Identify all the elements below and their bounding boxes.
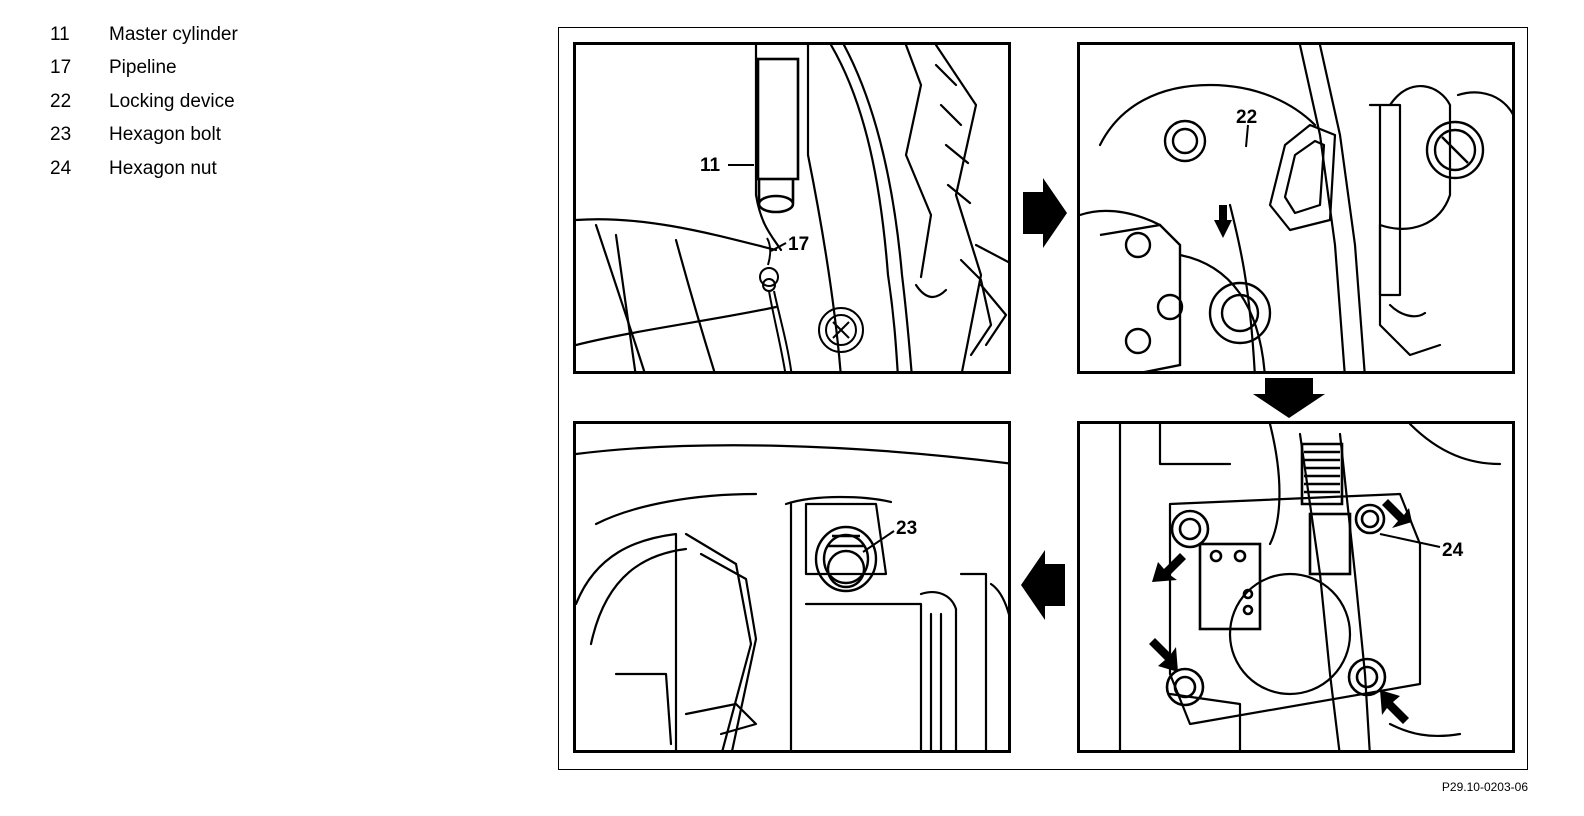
arrow-nut-lower-right bbox=[1380, 690, 1409, 724]
arrow-nut-upper-right bbox=[1382, 499, 1412, 528]
arrow-left-icon bbox=[1021, 550, 1065, 620]
locking-device-drawing: 22 bbox=[1080, 45, 1512, 371]
arrow-down-icon bbox=[1253, 378, 1325, 418]
legend-number: 24 bbox=[50, 157, 72, 179]
callout-11: 11 bbox=[700, 155, 721, 176]
legend-label: Locking device bbox=[109, 90, 235, 112]
arrow-nut-lower-left bbox=[1149, 638, 1178, 672]
legend-number: 17 bbox=[50, 57, 72, 79]
master-cylinder-drawing: 11 17 bbox=[576, 45, 1008, 371]
hexagon-bolt-drawing: 23 bbox=[576, 444, 1008, 750]
panel-hexagon-bolt: 23 bbox=[573, 421, 1011, 753]
callout-23: 23 bbox=[896, 518, 917, 539]
hexagon-nuts-drawing: 24 bbox=[1118, 424, 1502, 750]
legend-item: 22 Locking device bbox=[50, 85, 238, 119]
legend-label: Master cylinder bbox=[109, 23, 238, 45]
panel-hexagon-nuts: 24 bbox=[1077, 421, 1515, 753]
legend-label: Hexagon bolt bbox=[109, 124, 221, 146]
callout-24: 24 bbox=[1442, 540, 1464, 561]
panel-locking-device: 22 bbox=[1077, 42, 1515, 374]
legend-item: 24 Hexagon nut bbox=[50, 152, 238, 186]
legend-label: Hexagon nut bbox=[109, 157, 217, 179]
legend-item: 23 Hexagon bolt bbox=[50, 119, 238, 153]
arrow-locking-device bbox=[1214, 205, 1232, 238]
arrow-nut-upper-left bbox=[1152, 553, 1186, 582]
parts-legend: 11 Master cylinder 17 Pipeline 22 Lockin… bbox=[50, 18, 238, 186]
callout-17: 17 bbox=[788, 234, 809, 255]
arrow-right-icon bbox=[1023, 178, 1067, 248]
figure-id: P29.10-0203-06 bbox=[1441, 780, 1528, 794]
panel-master-cylinder: 11 17 bbox=[573, 42, 1011, 374]
legend-number: 11 bbox=[50, 23, 70, 45]
procedure-figure: 11 17 bbox=[558, 27, 1528, 770]
legend-item: 17 Pipeline bbox=[50, 52, 238, 86]
callout-22: 22 bbox=[1236, 107, 1257, 128]
legend-number: 22 bbox=[50, 90, 72, 112]
legend-label: Pipeline bbox=[109, 57, 177, 79]
legend-item: 11 Master cylinder bbox=[50, 18, 238, 52]
legend-number: 23 bbox=[50, 124, 72, 146]
